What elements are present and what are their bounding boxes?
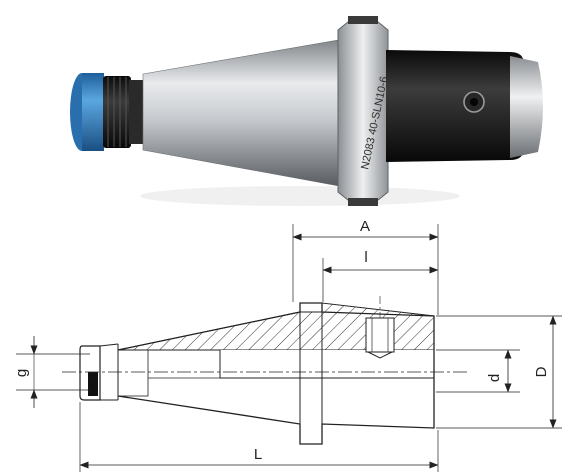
label-g: g — [13, 369, 30, 377]
label-d: d — [486, 374, 503, 382]
collet-nut-section — [79, 343, 149, 401]
collet-knurl — [103, 76, 145, 148]
dimension-A: A — [292, 218, 439, 315]
label-L: L — [254, 446, 262, 463]
dimension-d: d — [436, 349, 520, 393]
dimension-l: l — [322, 249, 439, 302]
label-D: D — [533, 366, 550, 377]
holder-tip — [510, 56, 543, 158]
technical-drawing: A l D d g — [13, 218, 562, 472]
dimension-g: g — [13, 336, 90, 408]
set-screw — [463, 91, 485, 113]
holder-body — [386, 50, 524, 162]
product-photo: N2083 40-SLN10-6 — [70, 16, 543, 206]
flange: N2083 40-SLN10-6 — [337, 16, 391, 206]
dimension-L: L — [79, 402, 439, 472]
label-l: l — [364, 249, 367, 266]
taper-cone — [142, 37, 351, 189]
label-A: A — [360, 218, 370, 235]
cross-hole — [365, 317, 395, 353]
dimension-D: D — [436, 315, 562, 429]
collet-nut — [70, 73, 104, 151]
